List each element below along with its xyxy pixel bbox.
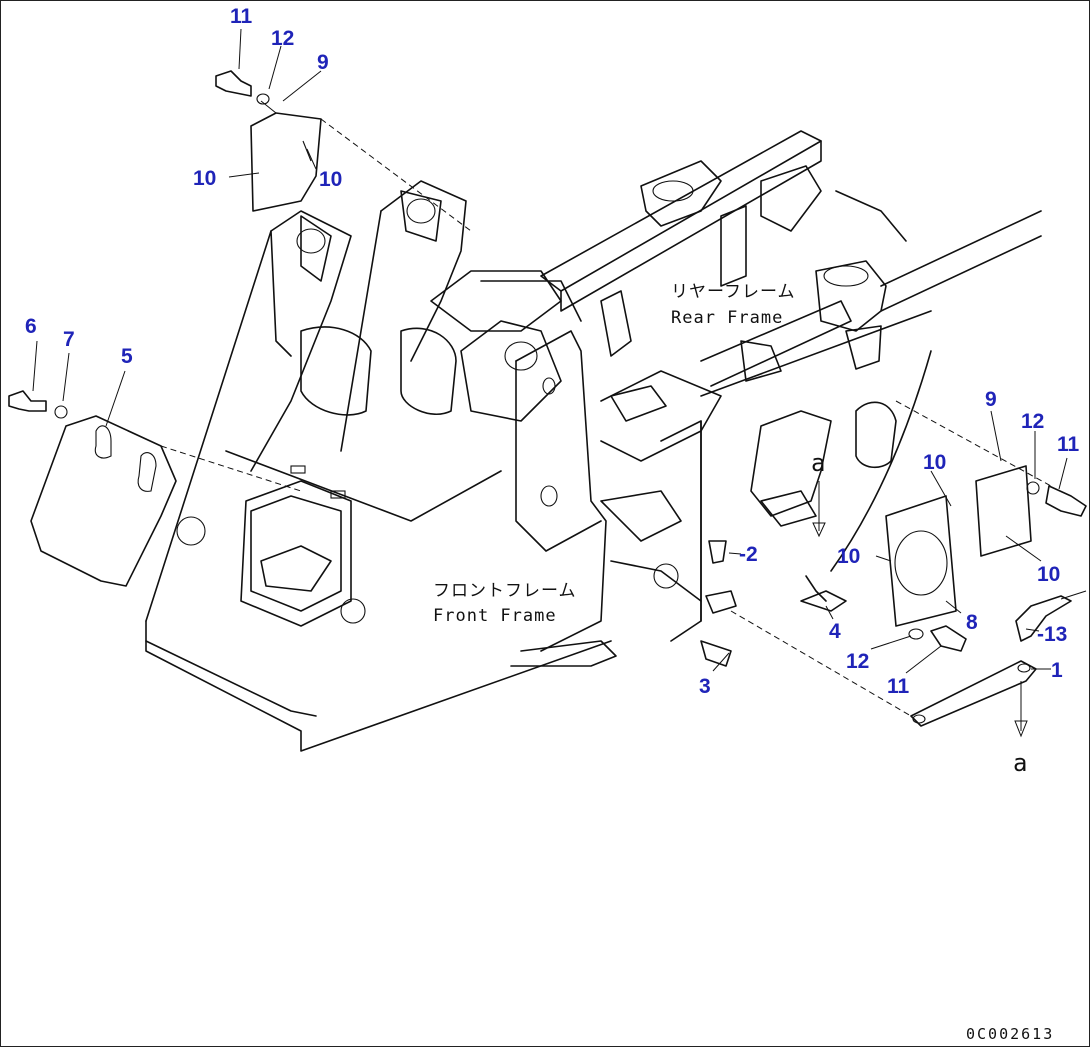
- front-frame: [145, 180, 722, 752]
- callout-10-mid: 10: [319, 168, 342, 191]
- front-frame-label-en: Front Frame: [433, 606, 557, 626]
- callout-5: 5: [121, 345, 133, 368]
- cover-plate-9-top: [250, 112, 322, 212]
- callout-10-r2: 10: [837, 545, 860, 568]
- rear-frame-label-en: Rear Frame: [671, 308, 783, 328]
- callout-1: 1: [1051, 659, 1063, 682]
- pin-2: [705, 540, 737, 614]
- reference-mark-a-bottom: a: [1013, 749, 1027, 777]
- callout-10-r3: 10: [1037, 563, 1060, 586]
- cover-plate-5: [30, 415, 177, 587]
- right-cover-plates: [885, 465, 1087, 652]
- callout-12-top: 12: [271, 27, 294, 50]
- front-frame-label-jp: フロントフレーム: [433, 581, 577, 601]
- callout-2: -2: [739, 543, 758, 566]
- callout-10-left: 10: [193, 167, 216, 190]
- callout-3: 3: [699, 675, 711, 698]
- callout-7: 7: [63, 328, 75, 351]
- drawing-number: 0C002613: [966, 1025, 1054, 1043]
- callout-11-top: 11: [230, 5, 253, 28]
- callout-9-top: 9: [317, 51, 329, 74]
- callout-12-right: 12: [1021, 410, 1044, 433]
- link-bar-1: [910, 660, 1037, 727]
- leader-lines: [32, 28, 1068, 738]
- callout-4: 4: [829, 620, 841, 643]
- bolt-6: [8, 390, 68, 419]
- bracket-4: [800, 575, 847, 612]
- fitting-13: [1015, 590, 1087, 642]
- callout-11-low: 11: [887, 675, 910, 698]
- callout-6: 6: [25, 315, 37, 338]
- rear-frame-side: [700, 310, 932, 622]
- callout-12-low: 12: [846, 650, 869, 673]
- plate-3: [700, 640, 732, 667]
- callout-13: -13: [1037, 623, 1067, 646]
- callout-10-r1: 10: [923, 451, 946, 474]
- rear-frame-label-jp: リヤーフレーム: [671, 282, 795, 302]
- callout-8: 8: [966, 611, 978, 634]
- callout-9-right: 9: [985, 388, 997, 411]
- rear-frame: [540, 130, 1042, 387]
- reference-mark-a-top: a: [811, 449, 825, 477]
- bolt-11-top: [215, 70, 270, 105]
- callout-11-right: 11: [1057, 433, 1080, 456]
